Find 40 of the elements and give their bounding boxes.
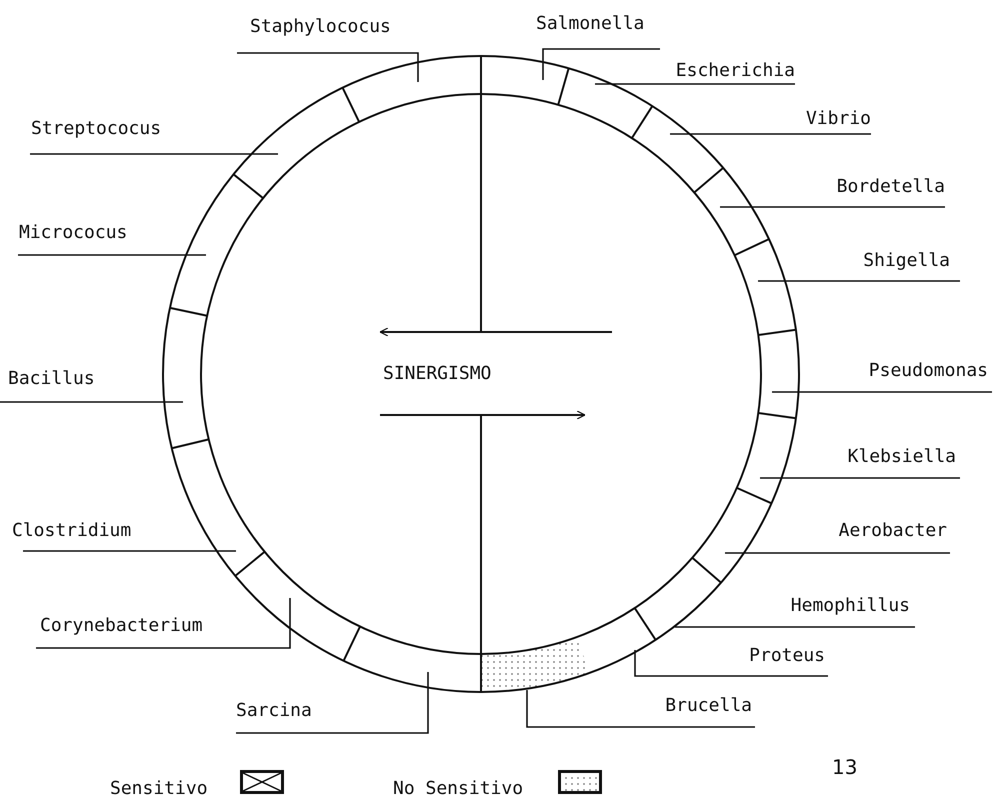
leader-line	[23, 550, 236, 552]
leader-line	[760, 477, 960, 479]
leader-line	[18, 254, 206, 256]
center-label: SINERGISMO	[383, 363, 492, 385]
organism-label: Klebsiella	[848, 446, 956, 468]
leader-line	[236, 672, 429, 734]
leader-line	[675, 626, 915, 628]
leader-line	[758, 280, 960, 282]
leader-line	[595, 83, 795, 85]
legend-text: No Sensitivo	[393, 778, 524, 800]
organism-label: Salmonella	[536, 13, 644, 35]
leader-line	[0, 401, 183, 403]
leader-line	[772, 391, 992, 393]
leader-line	[634, 650, 828, 677]
leader-line	[670, 133, 871, 135]
organism-label: Shigella	[863, 250, 950, 272]
leader-line	[725, 552, 950, 554]
organism-label: Streptococus	[31, 118, 162, 140]
organism-label: Sarcina	[236, 700, 312, 722]
organism-label: Bacillus	[8, 368, 95, 390]
leader-line	[526, 690, 755, 728]
organism-label: Micrococus	[19, 222, 128, 244]
organism-label: Corynebacterium	[40, 615, 203, 637]
organism-label: Clostridium	[12, 520, 132, 542]
organism-label: Proteus	[749, 645, 825, 667]
organism-label: Bordetella	[836, 176, 945, 198]
leader-line	[720, 206, 945, 208]
leader-line	[30, 153, 278, 155]
organism-label: Hemophillus	[790, 595, 910, 617]
organism-label: Brucella	[665, 695, 752, 717]
organism-label: Aerobacter	[838, 520, 947, 542]
organism-label: Vibrio	[806, 108, 871, 130]
organism-label: Pseudomonas	[868, 360, 988, 382]
page-number: 13	[832, 756, 858, 778]
legend-text: Sensitivo	[110, 778, 208, 800]
leader-line	[542, 48, 660, 80]
organism-label: Escherichia	[676, 60, 795, 82]
leader-line	[36, 598, 291, 649]
organism-label: Staphylococus	[250, 16, 391, 38]
leader-line	[237, 52, 419, 82]
